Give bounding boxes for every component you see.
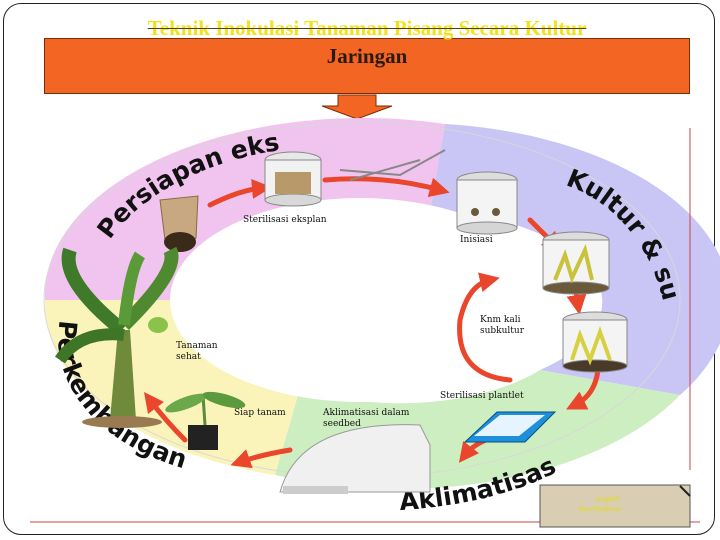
banana-tree-icon xyxy=(55,246,179,428)
arrow-subkultur-to-sterilisasi xyxy=(566,367,601,410)
arrow-persiapan-to-sterilisasi xyxy=(207,178,272,208)
label-sterilisasi-plantlet: Sterilisasi plantlet xyxy=(440,391,524,401)
seedbed-tunnel-icon xyxy=(279,424,431,494)
label-subkultur: subkultur xyxy=(480,326,525,336)
arrow-siap-to-tanaman xyxy=(143,392,188,443)
sector-persiapan xyxy=(44,117,445,300)
label-aklimatisasi-dalam: Aklimatisasi dalam xyxy=(322,408,410,418)
down-arrow-icon xyxy=(321,94,393,120)
inisiasi-jar xyxy=(456,171,518,235)
sterilisasi-eksplan-jar xyxy=(264,151,322,207)
logo-line-1: Jangkrik xyxy=(595,496,621,503)
arrow-sterilisasi-to-inisiasi xyxy=(322,176,450,198)
label-seedbed: seedbed xyxy=(323,419,361,429)
ring-inner-white xyxy=(170,198,550,402)
label-inisiasi: Inisiasi xyxy=(460,235,493,245)
kultur-jar xyxy=(542,231,610,295)
banana-seedling-icon xyxy=(165,391,246,450)
title-banner xyxy=(44,38,690,94)
scalpel-forceps-icon xyxy=(339,149,446,181)
label-tanaman: Tanaman xyxy=(176,341,218,351)
corner-logo: Jangkrik Ilmu Pertanian xyxy=(539,484,691,528)
title-line-1: Teknik Inokulasi Tanaman Pisang Secara K… xyxy=(147,16,587,40)
label-sterilisasi-eksplan: Sterilisasi eksplan xyxy=(243,215,327,225)
logo-line-2: Ilmu Pertanian xyxy=(578,506,622,513)
arrow-repeat-loop xyxy=(457,272,513,383)
banana-corm-icon xyxy=(159,195,199,252)
label-knm-kali: Knm kali xyxy=(480,315,521,325)
arrow-seedbed-to-siap xyxy=(230,447,293,469)
slide-title: Teknik Inokulasi Tanaman Pisang Secara K… xyxy=(44,14,690,70)
label-sehat: sehat xyxy=(176,352,201,362)
sector-perkembangan xyxy=(44,300,300,475)
title-line-2: Jaringan xyxy=(326,44,408,68)
subkultur-jar xyxy=(562,311,628,373)
label-siap-tanam: Siap tanam xyxy=(234,408,286,418)
blue-tray-icon xyxy=(463,411,557,443)
